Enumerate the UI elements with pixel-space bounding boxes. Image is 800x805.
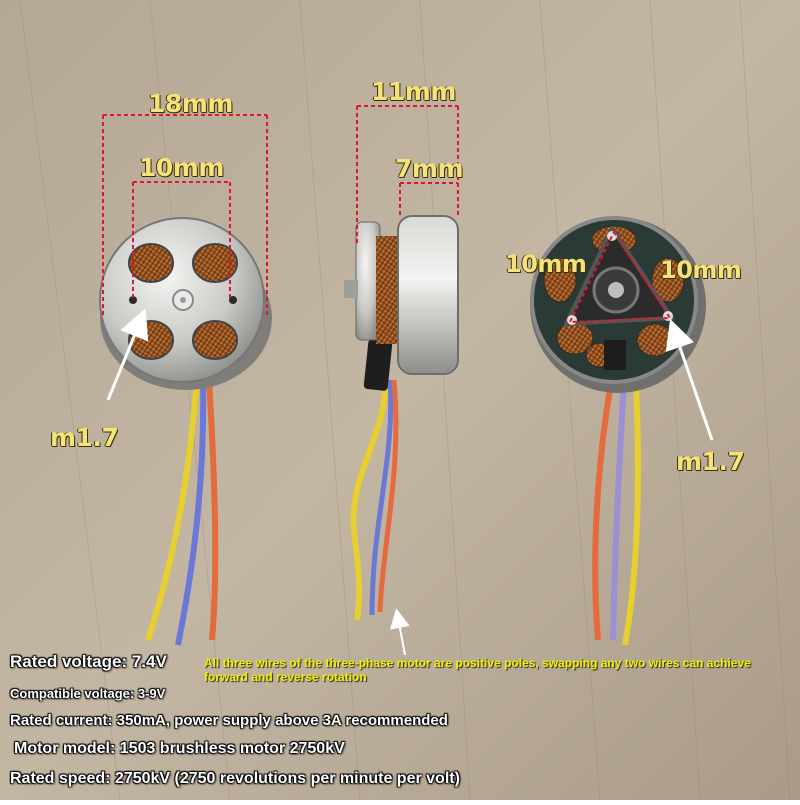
motor-rear-view	[530, 216, 706, 646]
dimension-10mm-rear-right: 10mm	[660, 256, 742, 284]
screw-size-label-right: m1.7	[676, 447, 745, 476]
wiring-note: All three wires of the three-phase motor…	[204, 656, 751, 684]
dimension-10mm-front: 10mm	[139, 153, 224, 182]
yellow-wire	[145, 379, 200, 641]
dimension-10mm-rear-left: 10mm	[505, 250, 587, 278]
spec-rated-current: Rated current: 350mA, power supply above…	[10, 712, 448, 729]
dimension-lines	[102, 105, 459, 318]
spec-rated-speed: Rated speed: 2750kV (2750 revolutions pe…	[10, 770, 460, 787]
spec-motor-model: Motor model: 1503 brushless motor 2750kV	[14, 740, 345, 757]
spec-compatible-voltage: Compatible voltage: 3-9V	[10, 686, 166, 701]
wire-arrow	[390, 608, 410, 656]
spec-rated-voltage: Rated voltage: 7.4V	[10, 652, 167, 671]
screw-size-label-left: m1.7	[50, 423, 119, 452]
orange-wire	[206, 379, 219, 641]
dimension-11mm: 11mm	[371, 77, 456, 106]
dimension-7mm: 7mm	[395, 154, 464, 183]
motor-side-view	[344, 215, 459, 621]
blue-wire	[175, 379, 207, 646]
screw-arrow-right	[665, 318, 714, 441]
dimension-18mm: 18mm	[148, 89, 233, 118]
screw-arrow-left	[106, 308, 149, 401]
